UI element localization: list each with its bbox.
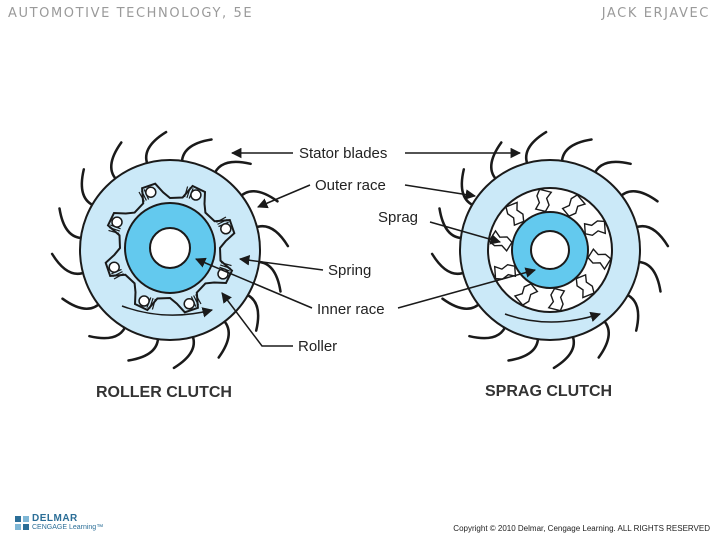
copyright-notice: Copyright © 2010 Delmar, Cengage Learnin…: [453, 524, 710, 533]
label-roller: Roller: [298, 338, 337, 355]
spring-coil: [216, 216, 227, 223]
spring-coil: [108, 229, 120, 234]
label-spring: Spring: [328, 262, 371, 279]
sprag-clutch-illustration: [430, 130, 670, 370]
spring-coil: [140, 190, 147, 201]
label-inner-race: Inner race: [317, 301, 385, 318]
leader-outer-race-right: [404, 184, 477, 200]
roller-element: [190, 189, 202, 201]
spring-coil: [186, 187, 191, 198]
label-sprag: Sprag: [378, 209, 418, 226]
label-outer-race: Outer race: [315, 177, 386, 194]
spring-coil: [193, 295, 200, 306]
sprag-elements: [488, 188, 612, 312]
label-stator-blades: Stator blades: [299, 145, 387, 162]
roller-hub-hole: [149, 227, 191, 269]
spring-coil: [109, 227, 120, 232]
delmar-logo-name: DELMAR: [32, 513, 78, 524]
roller-rollers: [108, 186, 232, 310]
roller-clutch-illustration: [50, 130, 290, 370]
leader-inner-race-left: [195, 257, 313, 309]
caption-sprag-clutch: SPRAG CLUTCH: [485, 383, 612, 400]
roller-element: [183, 298, 195, 310]
book-title: AUTOMOTIVE TECHNOLOGY, 5E: [8, 6, 254, 21]
leader-sprag: [429, 221, 502, 245]
spring-coil: [184, 186, 189, 198]
roller-element: [138, 295, 150, 307]
spring-coil: [112, 271, 123, 278]
delmar-logo-subtitle: CENGAGE Learning™: [32, 524, 104, 531]
callout-leaders: [195, 147, 537, 347]
delmar-logo-icon: [15, 516, 29, 530]
caption-roller-clutch: ROLLER CLUTCH: [96, 384, 232, 401]
sprag-rotation-arrow: [504, 311, 602, 323]
roller-element: [220, 223, 232, 235]
spring-coil: [220, 264, 231, 269]
roller-element: [145, 186, 157, 198]
spring-coil: [113, 273, 124, 280]
spring-coil: [138, 191, 145, 202]
spring-coil: [217, 218, 228, 225]
leader-roller: [221, 292, 293, 347]
leader-outer-race-left: [257, 184, 311, 209]
spring-coil: [195, 294, 202, 305]
leader-inner-race-right: [397, 267, 537, 309]
leader-spring: [238, 255, 324, 271]
roller-rotation-arrow: [121, 305, 214, 318]
spring-coil: [220, 262, 232, 267]
roller-element: [111, 216, 123, 228]
spring-coil: [149, 298, 154, 309]
author-name: JACK ERJAVEC: [601, 6, 710, 21]
sprag-hub-hole: [530, 230, 570, 270]
spring-coil: [151, 298, 156, 310]
roller-element: [108, 261, 120, 273]
